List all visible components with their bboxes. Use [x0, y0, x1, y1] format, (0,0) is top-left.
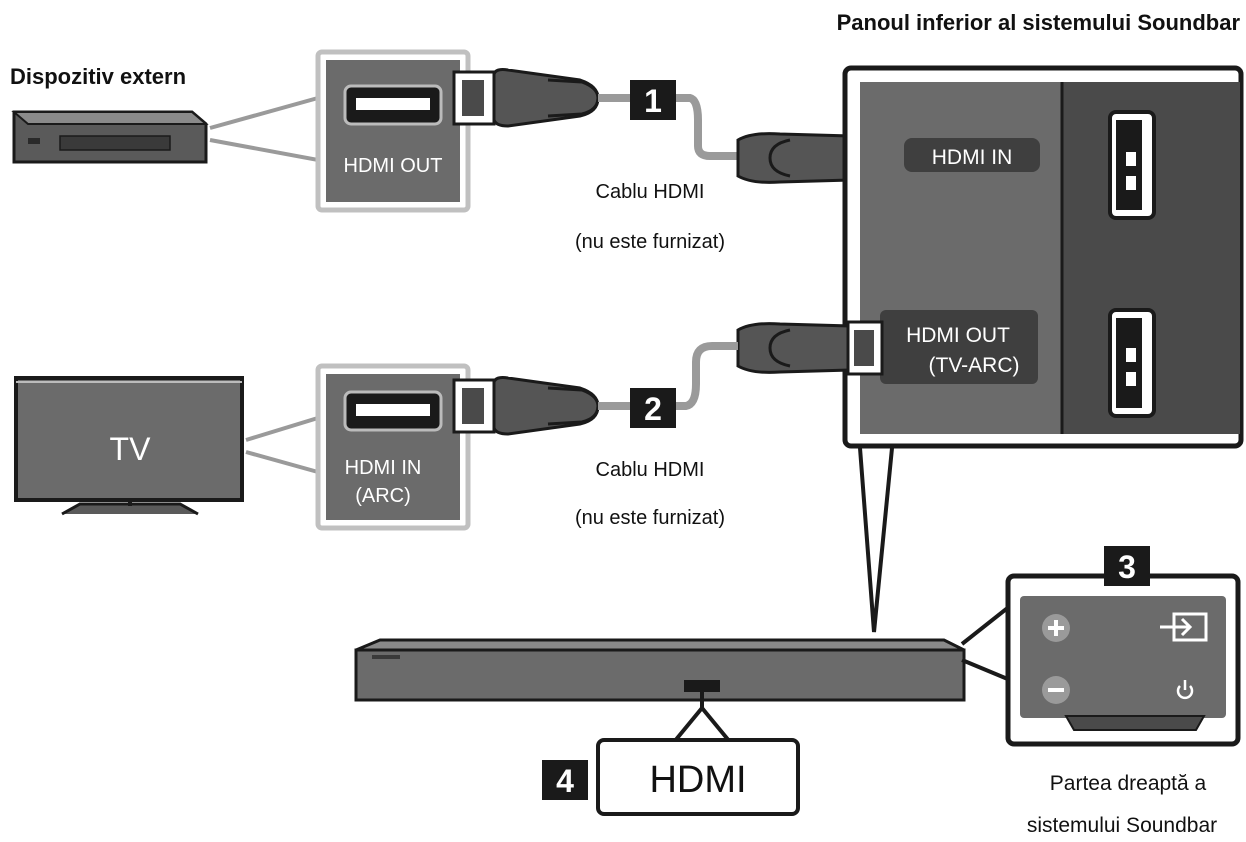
- minus-icon: [1042, 676, 1070, 704]
- tv-hdmi-in-arc-port: HDMI IN (ARC): [315, 363, 471, 531]
- device-hdmi-out-port: HDMI OUT: [315, 49, 471, 213]
- tv-hdmi-in-label-line1: HDMI IN: [345, 457, 422, 479]
- tv: TV: [14, 376, 244, 516]
- panel-title: Panoul inferior al sistemului Soundbar: [837, 10, 1241, 35]
- right-side-caption-line1: Partea dreaptă a: [1050, 772, 1207, 795]
- right-side-callout-pointer: [960, 601, 1012, 683]
- step-2-badge: 2: [630, 388, 676, 428]
- soundbar-hdmi-out-label-line2: (TV-ARC): [929, 354, 1020, 377]
- device-callout-pointer: [209, 95, 320, 163]
- input-source-icon: [1160, 612, 1208, 642]
- hdmi-port-callout: HDMI: [596, 738, 800, 816]
- hdmi-cable-2: [452, 342, 738, 436]
- svg-text:2: 2: [644, 391, 662, 427]
- svg-text:1: 1: [644, 83, 662, 119]
- cable-2-caption-line2: (nu este furnizat): [575, 507, 725, 529]
- device-hdmi-out-label: HDMI OUT: [344, 155, 443, 177]
- cable-1-caption-line1: Cablu HDMI: [596, 181, 705, 203]
- soundbar: [354, 638, 966, 702]
- cable-2-caption-line1: Cablu HDMI: [596, 459, 705, 481]
- hdmi-callout-label: HDMI: [649, 759, 746, 801]
- cable-1-caption-line2: (nu este furnizat): [575, 231, 725, 253]
- panel-callout-pointer: [858, 447, 894, 633]
- soundbar-hdmi-in-label: HDMI IN: [932, 146, 1013, 169]
- tv-callout-pointer: [245, 415, 320, 475]
- external-device-label: Dispozitiv extern: [10, 64, 186, 89]
- hdmi-cable-1: [452, 68, 738, 160]
- step-1-badge: 1: [630, 80, 676, 120]
- step-3-badge: 3: [1104, 546, 1150, 586]
- soundbar-right-side-panel: [1005, 573, 1241, 747]
- tv-label: TV: [110, 431, 152, 467]
- svg-text:3: 3: [1118, 549, 1136, 585]
- soundbar-hdmi-out-label-line1: HDMI OUT: [906, 324, 1010, 347]
- power-icon: [1176, 680, 1194, 700]
- step-4-badge: 4: [542, 760, 588, 800]
- svg-text:4: 4: [556, 763, 574, 799]
- right-side-caption-line2: sistemului Soundbar: [1027, 814, 1217, 837]
- soundbar-bottom-panel: HDMI IN HDMI OUT (TV-ARC): [842, 65, 1244, 449]
- soundbar-out-plug: [736, 320, 884, 376]
- tv-hdmi-in-label-line2: (ARC): [355, 485, 411, 507]
- external-device: [11, 110, 209, 164]
- plus-icon: [1042, 614, 1070, 642]
